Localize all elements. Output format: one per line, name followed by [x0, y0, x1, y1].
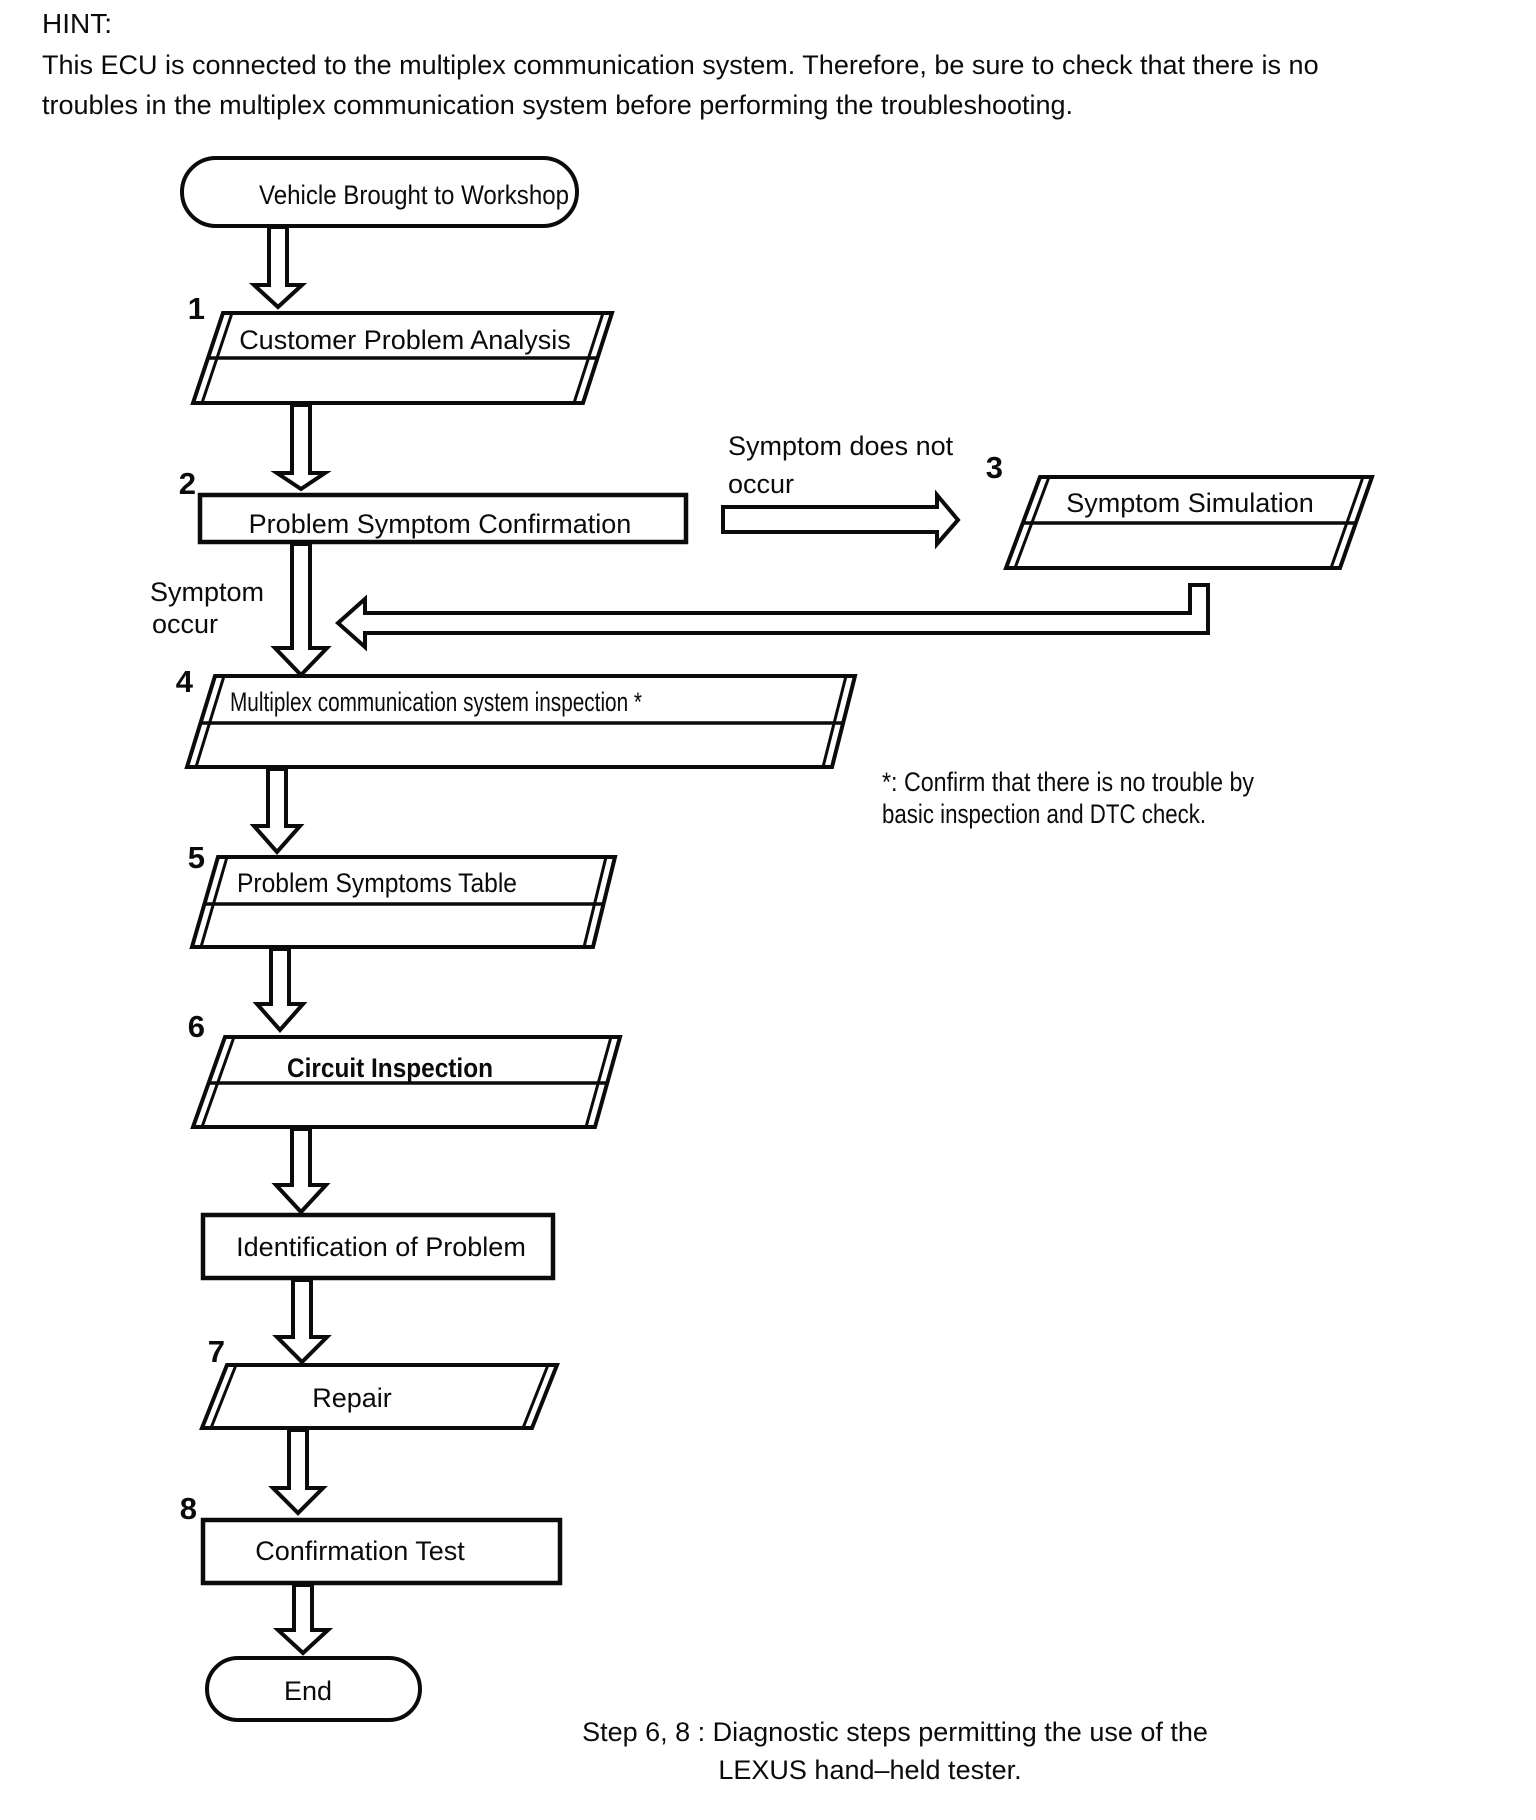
step8-label: Confirmation Test [255, 1536, 465, 1566]
step4-label: Multiplex communication system inspectio… [230, 687, 642, 717]
step7-inner-right-line [521, 1364, 550, 1429]
arrow-step1-to-step2 [270, 403, 332, 492]
step7-parallelogram-shape [199, 1363, 560, 1430]
step5-label: Problem Symptoms Table [237, 868, 517, 898]
node-step5: 5 Problem Symptoms Table [188, 840, 618, 949]
step6-label: Circuit Inspection [287, 1053, 493, 1083]
step3-label: Symptom Simulation [1066, 488, 1314, 518]
symptom-occur-line-1: Symptom [150, 577, 264, 607]
step5-parallelogram-shape [189, 855, 618, 949]
asterisk-note: *: Confirm that there is no trouble by b… [882, 767, 1254, 829]
asterisk-note-line-1: *: Confirm that there is no trouble by [882, 767, 1254, 797]
arrow-identification-to-step7 [272, 1278, 332, 1365]
node-step1: 1 Customer Problem Analysis [188, 291, 615, 405]
symptom-does-not-occur-line-1: Symptom does not [728, 431, 954, 461]
node-step3: 3 Symptom Simulation [986, 450, 1375, 570]
symptom-occur-line-2: occur [152, 609, 218, 639]
arrow-step8-to-end [272, 1583, 334, 1656]
step7-inner-left-line [209, 1364, 238, 1429]
symptom-does-not-occur-line-2: occur [728, 469, 794, 499]
node-end: End [205, 1656, 422, 1722]
caption-line-1: Step 6, 8 : Diagnostic steps permitting … [582, 1717, 1208, 1747]
step2-number: 2 [179, 466, 196, 501]
node-step7: 7 Repair [199, 1334, 560, 1430]
identification-rectangle-shape [200, 1212, 556, 1281]
step8-number: 8 [180, 1491, 197, 1526]
arrow-start-to-step1 [248, 225, 308, 310]
arrow-step2-to-step3 [721, 489, 961, 550]
step2-label: Problem Symptom Confirmation [249, 509, 632, 539]
identification-label: Identification of Problem [236, 1232, 526, 1262]
node-start: Vehicle Brought to Workshop [180, 156, 579, 228]
node-identification: Identification of Problem [200, 1212, 556, 1281]
node-step6: 6 Circuit Inspection [188, 1009, 623, 1129]
step3-number: 3 [986, 450, 1003, 485]
caption-line-2: LEXUS hand–held tester. [718, 1755, 1021, 1785]
node-step8: 8 Confirmation Test [180, 1491, 563, 1586]
step2-rectangle-shape [197, 492, 689, 545]
node-step2: 2 Problem Symptom Confirmation [179, 466, 689, 545]
edge-label-symptom-occur: Symptom occur [150, 577, 264, 639]
end-terminator-shape [205, 1656, 422, 1722]
hint-text-line-1: This ECU is connected to the multiplex c… [42, 50, 1319, 80]
arrow-step2-to-step4 [270, 542, 332, 678]
arrow-step4-to-step5 [249, 767, 305, 856]
step1-label: Customer Problem Analysis [239, 325, 571, 355]
arrow-step6-to-identification [271, 1127, 331, 1215]
start-label: Vehicle Brought to Workshop [259, 180, 569, 210]
end-label: End [284, 1676, 332, 1706]
hint-title: HINT: [42, 8, 112, 39]
step7-number: 7 [208, 1334, 225, 1369]
start-terminator-shape [180, 156, 579, 228]
arrow-step7-to-step8 [268, 1428, 328, 1516]
return-arrow-step3-to-step4 [334, 583, 1210, 652]
hint-block: HINT: This ECU is connected to the multi… [42, 8, 1319, 120]
arrow-step5-to-step6 [252, 947, 308, 1034]
hint-text-line-2: troubles in the multiplex communication … [42, 90, 1073, 120]
step5-inner-left-line [199, 856, 229, 948]
node-step4: 4 Multiplex communication system inspect… [176, 664, 858, 769]
step1-number: 1 [188, 291, 205, 326]
step7-label: Repair [312, 1383, 392, 1413]
step5-number: 5 [188, 840, 205, 875]
asterisk-note-line-2: basic inspection and DTC check. [882, 799, 1206, 829]
caption: Step 6, 8 : Diagnostic steps permitting … [582, 1717, 1208, 1785]
step4-number: 4 [176, 664, 194, 699]
edge-label-symptom-does-not-occur: Symptom does not occur [728, 431, 954, 499]
step5-inner-right-line [582, 856, 608, 948]
step8-rectangle-shape [200, 1517, 563, 1586]
step6-number: 6 [188, 1009, 205, 1044]
